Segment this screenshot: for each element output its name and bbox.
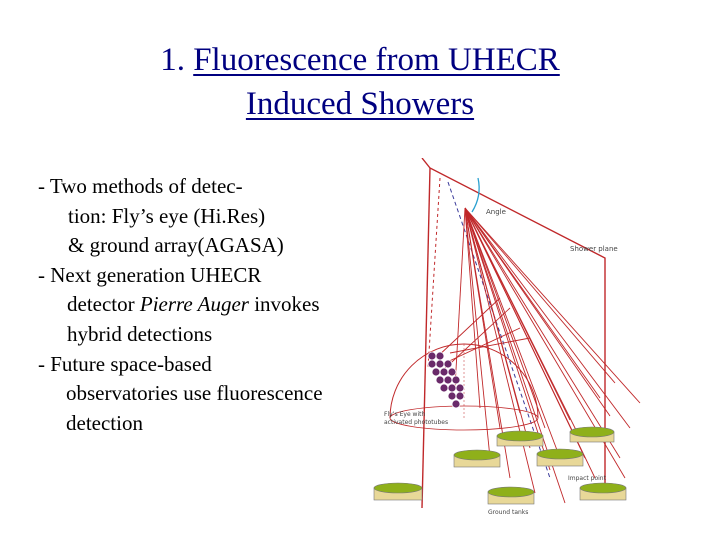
title-line-2: Induced Showers — [0, 82, 720, 126]
tank-1 — [453, 449, 501, 468]
title-text-2: Induced Showers — [245, 86, 475, 122]
angle-arc — [471, 177, 480, 213]
tank-2 — [536, 448, 584, 467]
shower-plane — [421, 158, 606, 509]
bullet-2-suffix: invokes — [248, 292, 320, 317]
tank-5 — [373, 482, 423, 501]
title-text-1: Fluorescence from UHECR — [193, 42, 560, 78]
bullet-1-cont-2: & ground array(AGASA) — [68, 233, 284, 258]
ground-tanks — [373, 426, 627, 505]
label-impact-point: Impact point — [568, 475, 607, 482]
tank-4 — [569, 426, 615, 443]
tank-6 — [487, 486, 535, 505]
title-number: 1. — [160, 42, 185, 78]
shower-axis — [447, 181, 551, 479]
pierre-auger-name: Pierre Auger — [139, 292, 249, 317]
bullet-3-cont-2: detection — [66, 410, 143, 435]
bullet-3: - Future space-based — [38, 351, 212, 376]
slide-title: 1. Fluorescence from UHECR Induced Showe… — [0, 38, 720, 126]
bullet-2-prefix: detector — [67, 292, 140, 317]
activated-phototubes — [427, 351, 465, 409]
tank-3 — [496, 430, 544, 447]
bullet-2-cont-1: detector Pierre Auger invokes — [38, 290, 378, 320]
viewing-line — [427, 177, 441, 369]
bullet-3-cont-1: observatories use fluorescence — [66, 381, 323, 406]
tank-7 — [579, 482, 627, 501]
bullet-1-cont-1: tion: Fly’s eye (Hi.Res) — [68, 203, 266, 228]
title-line-1: 1. Fluorescence from UHECR — [0, 38, 720, 82]
label-flys-eye: Fly’s Eye with — [384, 411, 425, 418]
label-shower-plane: Shower plane — [570, 245, 618, 253]
bullet-2-cont-2: hybrid detections — [67, 321, 213, 346]
label-angle: Angle — [486, 208, 506, 216]
label-ground-tanks: Ground tanks — [488, 509, 528, 516]
flys-eye-dome — [389, 343, 539, 431]
bullet-list: - Two methods of detec- tion: Fly’s eye … — [38, 172, 378, 438]
shower-diagram: Angle Shower plane Fly’s Eye with activa… — [373, 158, 641, 516]
label-activated: activated phototubes — [384, 419, 448, 426]
bullet-1: - Two methods of detec- — [38, 174, 243, 198]
bullet-2: - Next generation UHECR — [38, 262, 262, 287]
